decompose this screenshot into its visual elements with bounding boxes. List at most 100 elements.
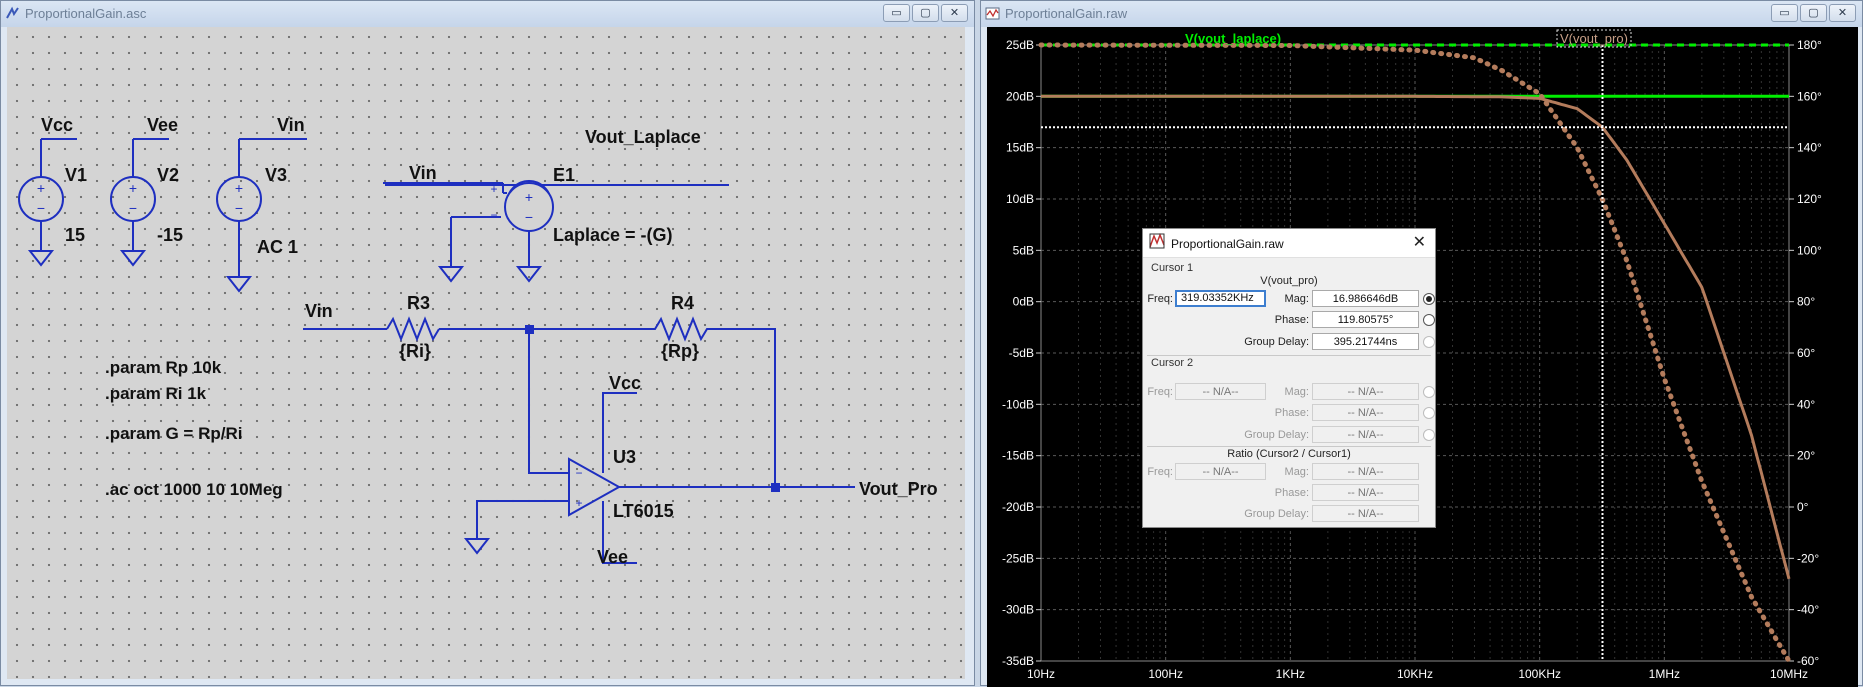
label-e1-value: Laplace = -(G)	[553, 225, 673, 245]
y2-tick-label: 0°	[1797, 500, 1809, 514]
label-vout-laplace: Vout_Laplace	[585, 127, 701, 147]
label-v3: V3	[265, 165, 287, 185]
label-r4: R4	[671, 293, 694, 313]
cursor1-mag-label: Mag:	[1269, 293, 1309, 305]
y2-tick-label: 40°	[1797, 397, 1815, 411]
cursor2-mag-field[interactable]: -- N/A--	[1312, 383, 1419, 400]
cursor1-freq-label: Freq:	[1145, 293, 1173, 305]
close-button[interactable]: ✕	[1829, 4, 1856, 22]
y-tick-label: 10dB	[1006, 192, 1034, 206]
waveform-titlebar[interactable]: ProportionalGain.raw ▭ ▢ ✕	[981, 1, 1862, 27]
schematic-window[interactable]: ProportionalGain.asc ▭ ▢ ✕	[0, 0, 975, 686]
label-u3: U3	[613, 447, 636, 467]
directive-param-rp[interactable]: .param Rp 10k	[105, 358, 222, 377]
minimize-button[interactable]: ▭	[1771, 4, 1798, 22]
maximize-button[interactable]: ▢	[1800, 4, 1827, 22]
section-divider	[1147, 355, 1431, 356]
ratio-section-label: Ratio (Cursor2 / Cursor1)	[1143, 448, 1435, 460]
y2-tick-label: 180°	[1797, 38, 1822, 52]
y-tick-label: 0dB	[1013, 295, 1034, 309]
cursor2-phase-radio[interactable]	[1423, 407, 1435, 419]
y2-tick-label: 20°	[1797, 449, 1815, 463]
cursor2-phase-label: Phase:	[1243, 407, 1309, 419]
maximize-button[interactable]: ▢	[912, 4, 939, 22]
label-r3: R3	[407, 293, 430, 313]
e1-minus-pin: −	[490, 208, 497, 222]
y-axis-ticks: 25dB20dB15dB10dB5dB0dB-5dB-10dB-15dB-20d…	[1002, 38, 1041, 668]
cursor2-phase-field[interactable]: -- N/A--	[1312, 404, 1419, 421]
v3-minus-sign: −	[235, 200, 243, 216]
close-icon[interactable]: ✕	[1413, 232, 1426, 252]
cursor2-freq-field[interactable]: -- N/A--	[1175, 383, 1266, 400]
y-tick-label: -25dB	[1002, 551, 1034, 565]
v1-plus-sign: +	[37, 180, 45, 196]
ratio-phase-field[interactable]: -- N/A--	[1312, 484, 1419, 501]
opamp-plus-pin: +	[575, 496, 582, 510]
y2-axis-ticks: 180°160°140°120°100°80°60°40°20°0°-20°-4…	[1789, 38, 1822, 668]
ratio-gd-field[interactable]: -- N/A--	[1312, 505, 1419, 522]
cursor1-mag-field[interactable]: 16.986646dB	[1312, 290, 1419, 307]
cursor2-freq-label: Freq:	[1145, 386, 1173, 398]
y2-tick-label: -40°	[1797, 603, 1819, 617]
cursor-dialog[interactable]: ProportionalGain.raw ✕ Cursor 1 V(vout_p…	[1142, 228, 1436, 528]
label-vin-top: Vin	[277, 115, 305, 135]
schematic-drawing: + − + − + − + − + − − + Vcc Vee Vin V1 V…	[7, 27, 965, 679]
cursor1-section-label: Cursor 1	[1151, 262, 1193, 274]
y2-tick-label: -60°	[1797, 654, 1819, 668]
y-tick-label: -30dB	[1002, 603, 1034, 617]
cursor2-gd-radio[interactable]	[1423, 429, 1435, 441]
cursor1-phase-field[interactable]: 119.80575°	[1312, 311, 1419, 328]
cursor1-gd-label: Group Delay:	[1223, 336, 1309, 348]
directive-param-g[interactable]: .param G = Rp/Ri	[105, 424, 242, 443]
directive-param-ri[interactable]: .param Ri 1k	[105, 384, 207, 403]
cursor1-gd-field[interactable]: 395.21744ns	[1312, 333, 1419, 350]
directive-ac[interactable]: .ac oct 1000 10 10Meg	[105, 480, 283, 499]
v2-minus-sign: −	[129, 200, 137, 216]
close-button[interactable]: ✕	[941, 4, 968, 22]
minimize-button[interactable]: ▭	[883, 4, 910, 22]
cursor1-gd-radio[interactable]	[1423, 336, 1435, 348]
y-tick-label: -10dB	[1002, 397, 1034, 411]
cursor-dialog-title: ProportionalGain.raw	[1171, 237, 1284, 251]
label-v2: V2	[157, 165, 179, 185]
cursor2-mag-radio[interactable]	[1423, 386, 1435, 398]
v3-plus-sign: +	[235, 180, 243, 196]
x-tick-label: 1KHz	[1276, 667, 1305, 681]
y2-tick-label: -20°	[1797, 551, 1819, 565]
trace-label-laplace[interactable]: V(vout_laplace)	[1185, 31, 1281, 46]
label-op-vee: Vee	[597, 547, 628, 567]
label-r4-value: {Rp}	[661, 341, 699, 361]
label-e1: E1	[553, 165, 575, 185]
y-tick-label: -35dB	[1002, 654, 1034, 668]
v1-minus-sign: −	[37, 200, 45, 216]
section-divider	[1147, 446, 1431, 447]
label-vout-pro: Vout_Pro	[859, 479, 938, 499]
schematic-titlebar[interactable]: ProportionalGain.asc ▭ ▢ ✕	[1, 1, 974, 27]
v2-plus-sign: +	[129, 180, 137, 196]
y2-tick-label: 100°	[1797, 243, 1822, 257]
schematic-canvas[interactable]: + − + − + − + − + − − + Vcc Vee Vin V1 V…	[7, 27, 965, 679]
cursor2-mag-label: Mag:	[1269, 386, 1309, 398]
ratio-mag-label: Mag:	[1269, 466, 1309, 478]
ratio-gd-label: Group Delay:	[1223, 508, 1309, 520]
y-tick-label: 25dB	[1006, 38, 1034, 52]
ratio-freq-label: Freq:	[1145, 466, 1173, 478]
cursor-dialog-titlebar[interactable]: ProportionalGain.raw ✕	[1143, 229, 1435, 258]
label-vee-top: Vee	[147, 115, 178, 135]
ratio-mag-field[interactable]: -- N/A--	[1312, 463, 1419, 480]
x-tick-label: 10KHz	[1397, 667, 1433, 681]
cursor1-mag-radio[interactable]	[1423, 293, 1435, 305]
e1-circle-plus: +	[525, 189, 533, 205]
label-v2-value: -15	[157, 225, 183, 245]
y2-tick-label: 120°	[1797, 192, 1822, 206]
trace-label-pro[interactable]: V(vout_pro)	[1560, 31, 1628, 46]
cursor2-gd-field[interactable]: -- N/A--	[1312, 426, 1419, 443]
ratio-freq-field[interactable]: -- N/A--	[1175, 463, 1266, 480]
cursor1-freq-field[interactable]: 319.03352KHz	[1175, 290, 1266, 307]
cursor1-phase-radio[interactable]	[1423, 314, 1435, 326]
waveform-app-icon	[985, 6, 1000, 21]
cursor-dialog-icon	[1149, 233, 1165, 249]
label-v1: V1	[65, 165, 87, 185]
y-tick-label: 5dB	[1013, 243, 1034, 257]
y-tick-label: 20dB	[1006, 89, 1034, 103]
